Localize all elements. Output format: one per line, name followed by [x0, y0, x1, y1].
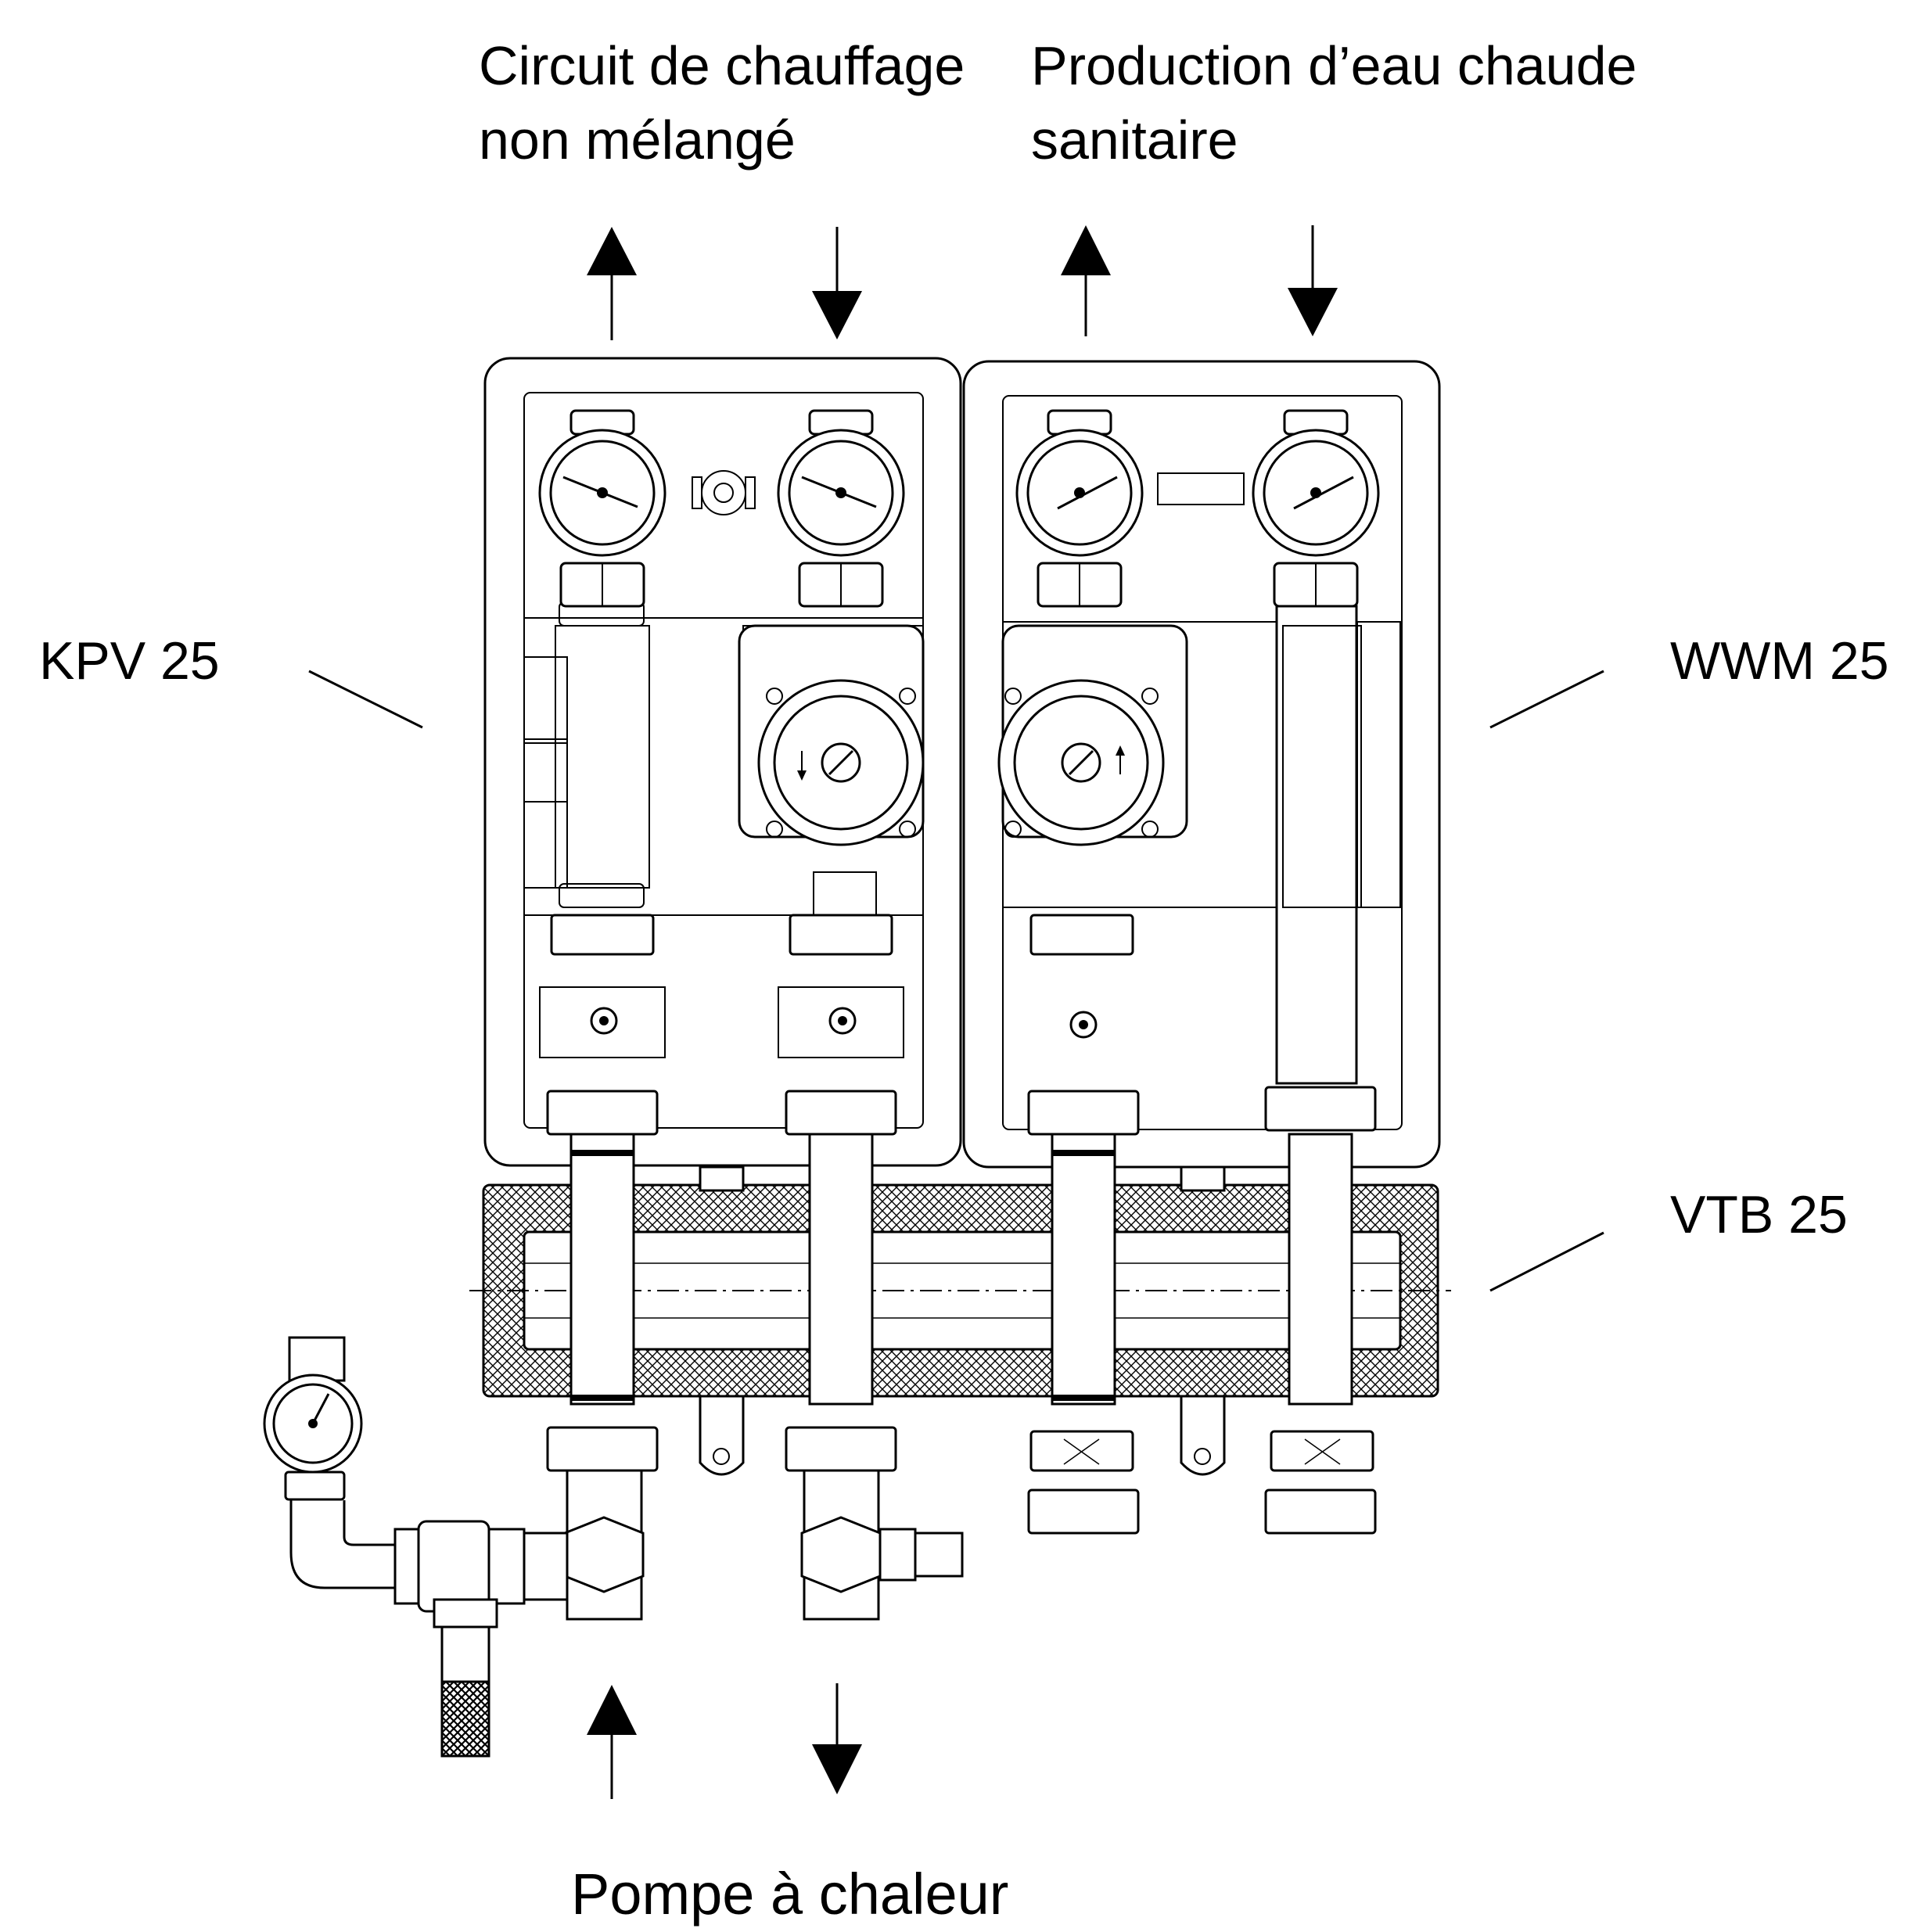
heating-circuit-label: Circuit de chauffage non mélangé [479, 35, 980, 171]
wwm-label: WWM 25 [1670, 631, 1889, 691]
mounting-bracket [699, 1165, 1226, 1476]
vtb-label: VTB 25 [1670, 1185, 1848, 1244]
wwm-ball-valve [1027, 914, 1140, 1136]
kpv-circulation-pump [738, 624, 925, 846]
wwm-module [962, 360, 1441, 1169]
wwm-circulation-pump [997, 624, 1188, 846]
safety-group [263, 1336, 569, 1758]
hot-water-label: Production d’eau chaude sanitaire [1031, 35, 1652, 171]
manifold-pipes [569, 1133, 1353, 1406]
flow-arrow-down-heating-return [812, 227, 862, 339]
kpv-return-thermometer-gauge [777, 409, 905, 608]
wwm-return-coupling [1264, 1086, 1377, 1132]
heat-pump-connection-fittings [546, 1426, 1377, 1621]
heat-pump-label: Pompe à chaleur [571, 1862, 1008, 1927]
flow-arrow-up-hot-water-supply [1061, 225, 1111, 336]
kpv-leader-line [308, 670, 423, 729]
kpv-supply-ball-valve [539, 914, 666, 1136]
wwm-supply-thermometer-gauge [1015, 409, 1144, 608]
kpv-return-ball-valve [778, 914, 904, 1136]
kpv-supply-thermometer-gauge [538, 409, 666, 608]
flow-arrow-up-heating-supply [587, 227, 637, 340]
flow-arrow-down-hot-water-return [1288, 225, 1338, 336]
vtb-distribution-manifold [469, 1183, 1451, 1398]
wwm-return-thermometer-gauge [1252, 409, 1380, 608]
kpv-label: KPV 25 [39, 631, 220, 691]
vtb-leader-line [1489, 1231, 1604, 1292]
flow-arrow-up-heat-pump-supply [587, 1685, 637, 1799]
flow-arrow-down-heat-pump-return [812, 1683, 862, 1794]
wwm-leader-line [1489, 670, 1604, 729]
